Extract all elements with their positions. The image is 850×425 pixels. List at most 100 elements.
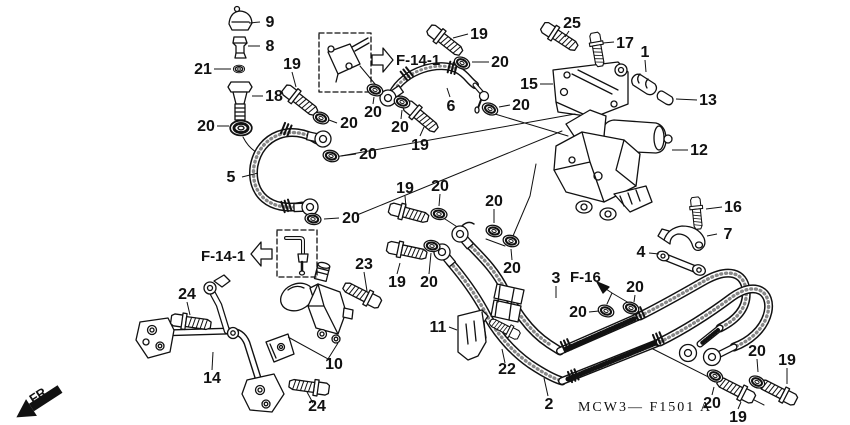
part-callout-20: 20 [512,97,530,114]
part-callout-14: 14 [203,370,221,387]
part-callout-4: 4 [637,244,646,261]
part-callout-20: 20 [431,178,449,195]
callout-leader-20 [588,310,600,313]
callout-leader-5 [241,172,259,178]
part-callout-19: 19 [778,352,796,369]
part-callout-20: 20 [491,54,509,71]
part-callout-20: 20 [197,118,215,135]
f14-arrow-right [371,47,394,73]
reference-box-pipe [276,229,318,278]
callout-leader-19 [396,262,401,275]
valve-part10 [279,261,354,344]
part-callout-5: 5 [227,169,236,186]
callout-leader-2 [543,377,549,397]
part-callout-19: 19 [388,274,406,291]
callout-leader-20 [498,104,511,108]
callout-leader-20 [711,386,715,396]
part-callout-6: 6 [447,98,456,115]
callout-leader-19 [737,401,742,410]
part-callout-18: 18 [265,88,283,105]
callout-leader-20 [400,109,403,120]
valve-part8 [232,36,248,59]
hose-clamp [490,283,525,323]
part-callout-20: 20 [340,115,358,132]
callout-leader-7 [706,233,718,237]
callout-leader-19 [452,33,469,39]
callout-leader-16 [705,206,723,210]
ref-f16[interactable]: F-16 [570,269,601,286]
brake-hose-part5 [249,121,334,217]
part-callout-19: 19 [470,26,488,43]
part-callout-11: 11 [430,319,447,336]
callout-leader-20 [438,193,441,207]
f16-arrow [596,281,630,305]
part-callout-10: 10 [325,356,343,373]
part-callout-20: 20 [342,210,360,227]
brake-hose-part2 [430,221,774,386]
part-callout-9: 9 [266,14,275,31]
part-callout-19: 19 [396,180,414,197]
callout-leader-19 [419,126,425,137]
callout-leader-9 [248,21,261,24]
callout-leader-20 [756,358,759,373]
front-direction-arrow: FR. [16,383,63,418]
part-callout-19: 19 [283,56,301,73]
part-callout-20: 20 [703,395,721,412]
callout-leader-20 [323,217,340,220]
protector-part11 [457,309,489,361]
bracket-part7 [657,225,706,252]
callout-leader-19 [291,71,297,88]
part-callout-1: 1 [641,44,650,61]
part-callout-20: 20 [748,343,766,360]
callout-leader-23 [363,271,368,292]
part-callout-22: 22 [498,361,516,378]
grommet-part20 [228,119,257,153]
callout-leader-14 [211,351,214,371]
part-callout-20: 20 [420,274,438,291]
part-callout-13: 13 [699,92,717,109]
part-callout-23: 23 [355,256,373,273]
reservoir-cap-part9 [228,5,253,31]
bolt-part24-lower [287,375,331,399]
adapter-part18 [227,81,253,127]
callout-leader-4 [648,252,660,255]
stay-bracket-part14 [135,274,295,413]
part-callout-16: 16 [724,199,742,216]
bracket-part15 [552,61,629,119]
part-callout-21: 21 [194,61,212,78]
reference-box-master-cylinder [318,32,376,93]
part-callout-12: 12 [690,142,708,159]
part-callout-8: 8 [266,38,275,55]
callout-leader-13 [675,98,698,101]
part-callout-2: 2 [545,396,554,413]
brake-hose-part6 [376,60,490,114]
part-callout-20: 20 [569,304,587,321]
ref-f14-1-bottom[interactable]: F-14-1 [201,248,245,265]
callout-leader-11 [448,326,458,331]
callout-leader-24 [186,301,191,316]
part-callout-20: 20 [626,279,644,296]
figure-code: MCW3— F1501 A [578,400,712,415]
part-callout-19: 19 [729,409,747,425]
part-callout-7: 7 [724,226,733,243]
part-callout-15: 15 [520,76,538,93]
part-callout-3: 3 [552,270,561,287]
callout-leader-22 [501,348,506,364]
f14-arrow-left [250,241,273,267]
part-callout-17: 17 [616,35,634,52]
abs-modulator-part12 [553,109,673,221]
ref-f14-1-top[interactable]: F-14-1 [396,52,440,69]
callout-leader-10 [287,336,339,360]
callout-leader-20 [633,294,636,303]
part-callout-19: 19 [411,137,429,154]
callout-leader-17 [602,41,615,44]
part-callout-25: 25 [563,15,581,32]
callout-leader-1 [644,59,647,73]
part-callout-20: 20 [364,104,382,121]
bolt-part16 [688,196,706,231]
stay-part4 [656,250,706,276]
part-callout-24: 24 [178,286,196,303]
